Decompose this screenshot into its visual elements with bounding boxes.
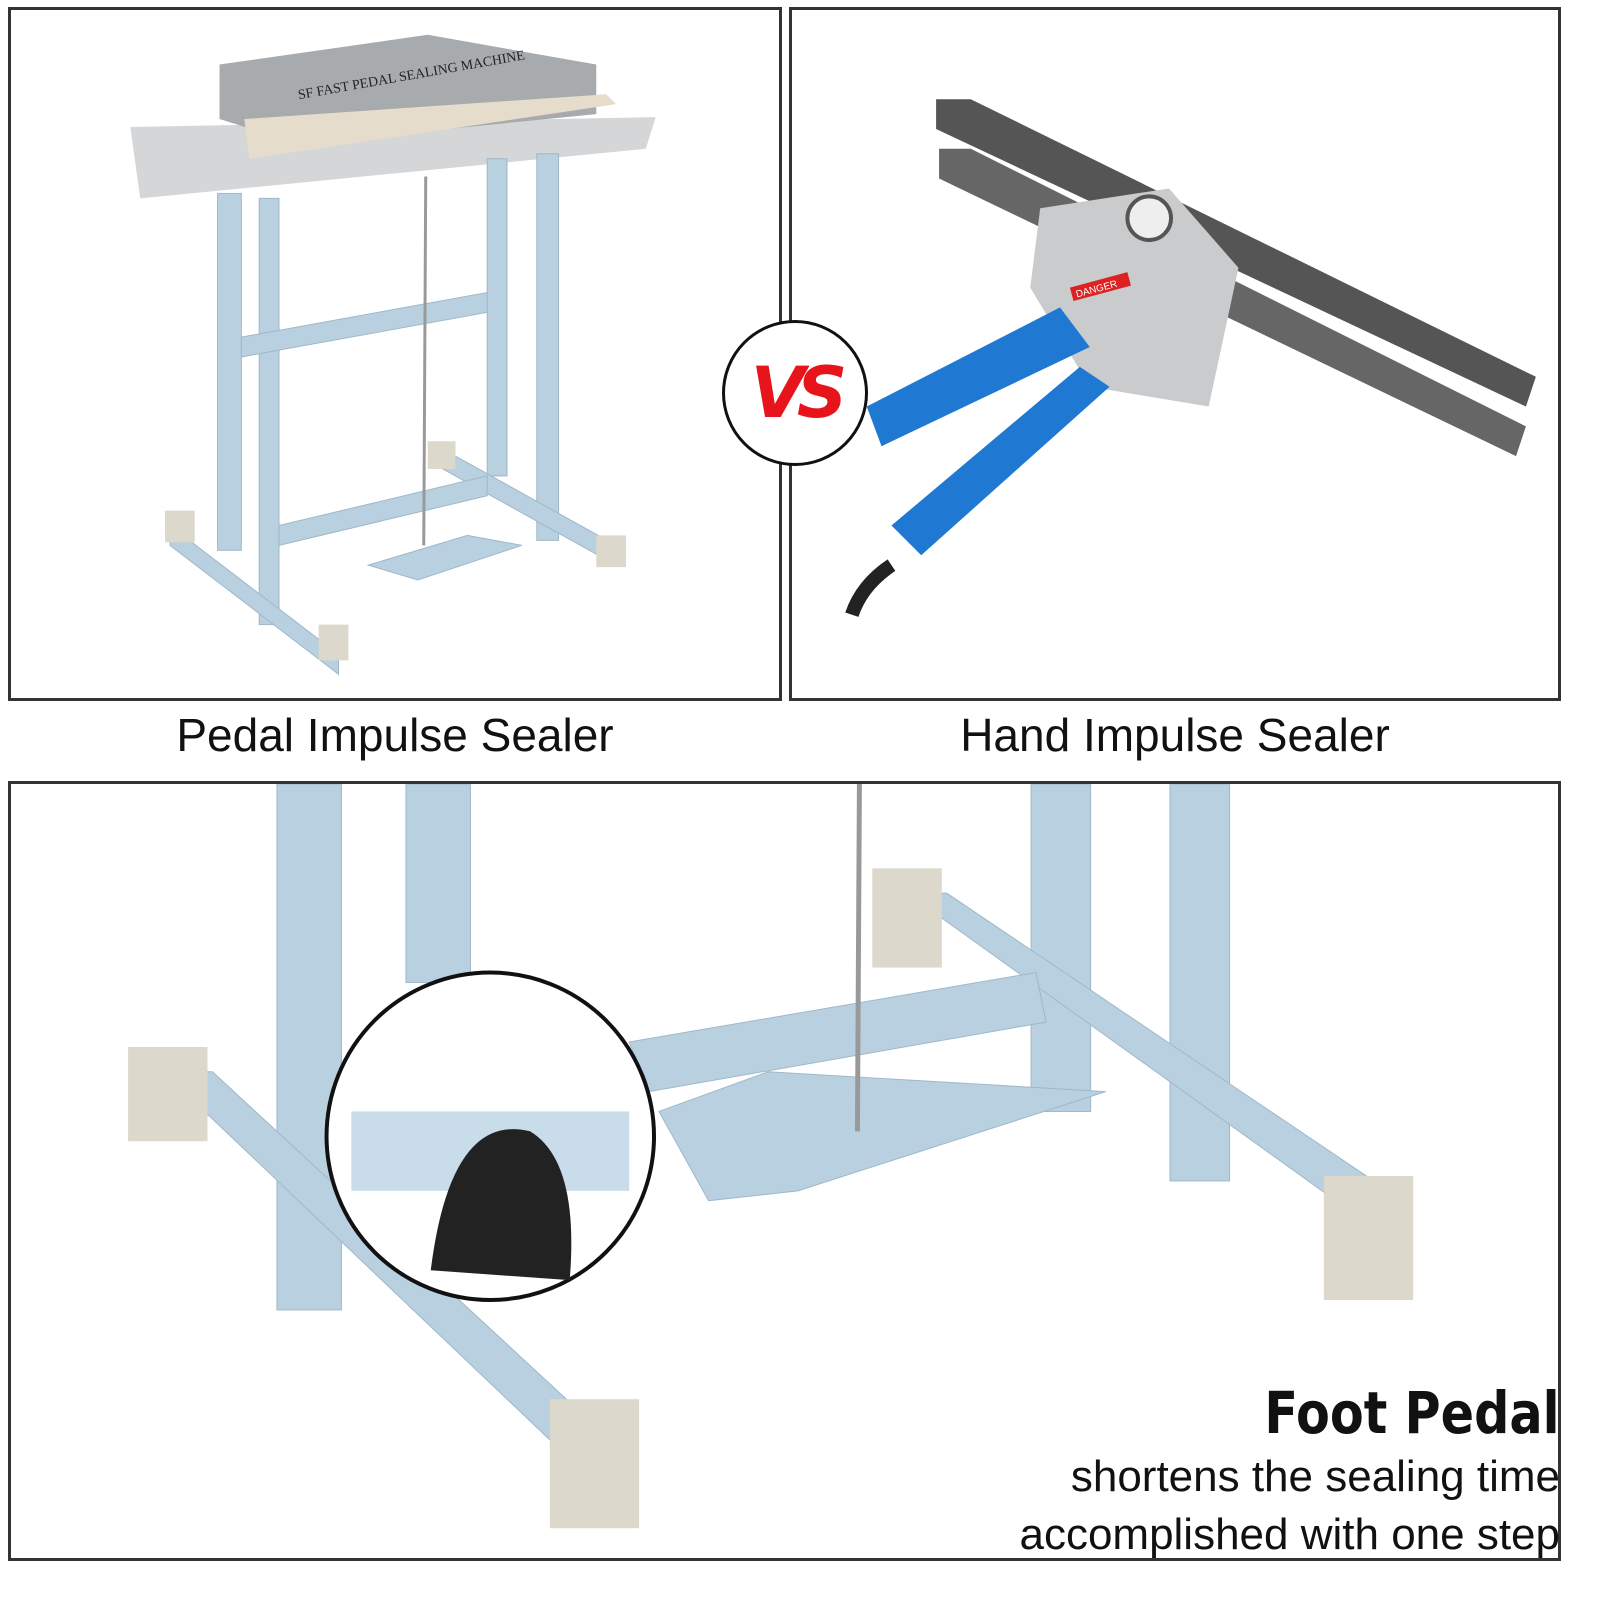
feature-line-1: shortens the sealing time: [1070, 1452, 1560, 1501]
pedal-sealer-panel: SF FAST PEDAL SEALING MACHINE: [8, 7, 782, 701]
foot-pedal-panel: [8, 781, 1561, 1561]
hand-sealer-panel: DANGER: [789, 7, 1561, 701]
vs-badge: VS: [722, 320, 868, 466]
hand-sealer-caption: Hand Impulse Sealer: [960, 709, 1390, 761]
foot-pedal-image: [128, 784, 1414, 1529]
hand-sealer-image: DANGER: [845, 99, 1536, 618]
feature-line-2: accomplished with one step: [1019, 1510, 1560, 1559]
pedal-sealer-caption: Pedal Impulse Sealer: [176, 709, 614, 761]
pedal-sealer-image: SF FAST PEDAL SEALING MACHINE: [130, 34, 656, 676]
feature-title: Foot Pedal: [1264, 1379, 1560, 1447]
feature-callout: Foot Pedal shortens the sealing time acc…: [1019, 1378, 1560, 1564]
vs-text: VS: [750, 352, 848, 434]
